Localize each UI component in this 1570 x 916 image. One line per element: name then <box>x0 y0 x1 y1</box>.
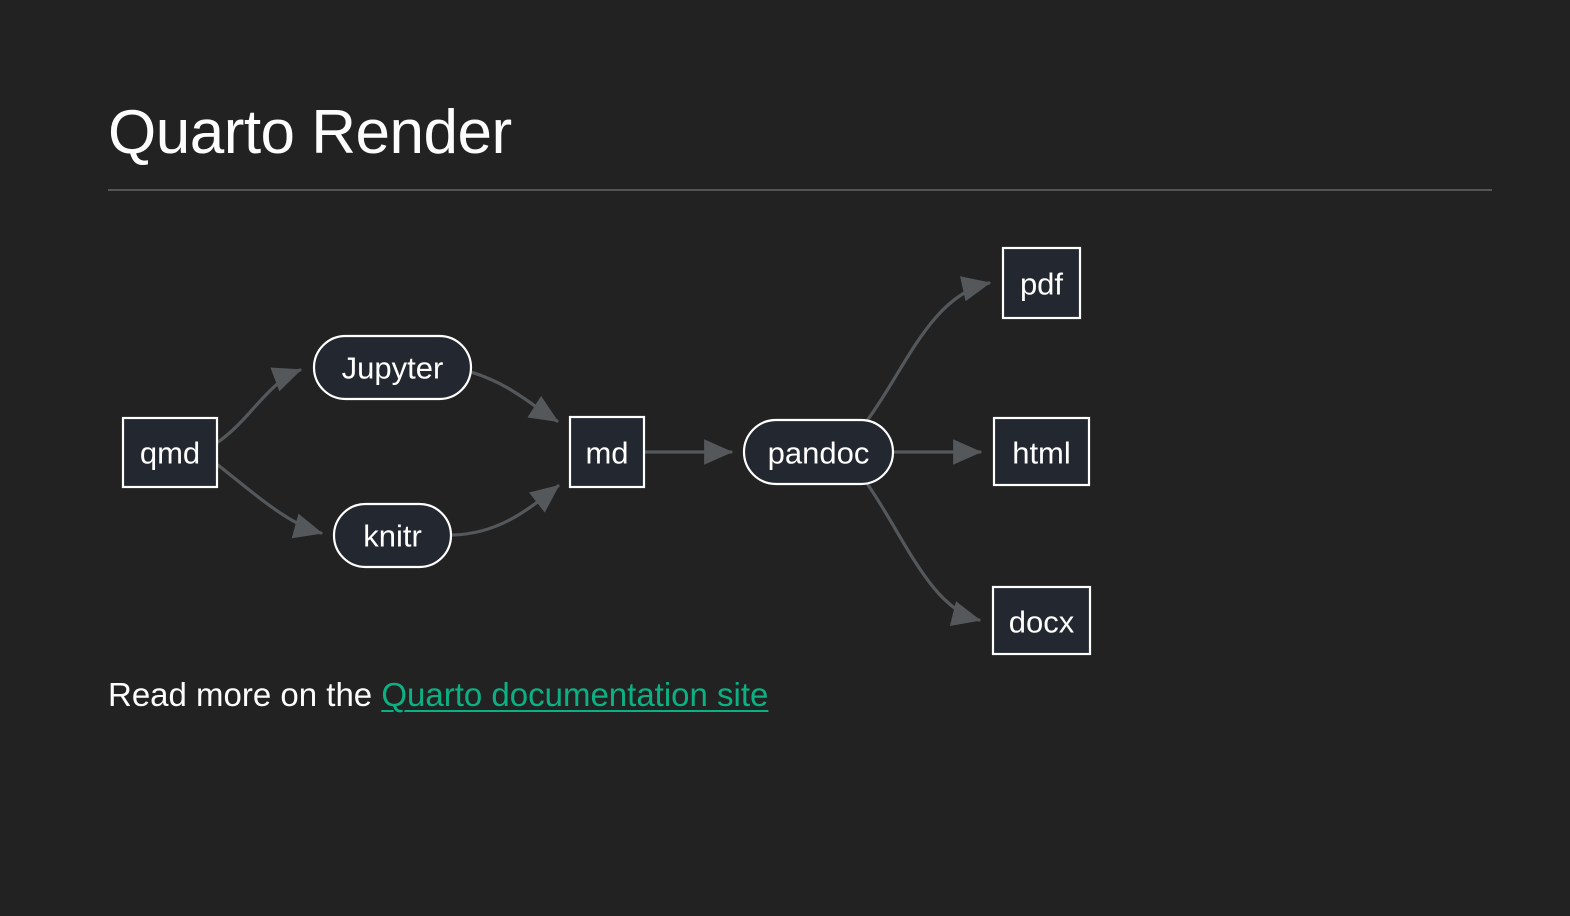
edge-qmd-to-knitr <box>216 463 323 539</box>
node-jupyter[interactable]: Jupyter <box>312 334 473 401</box>
edge-pandoc-to-docx <box>864 480 981 627</box>
title-block: Quarto Render <box>108 98 1492 191</box>
page-title: Quarto Render <box>108 98 512 167</box>
node-qmd[interactable]: qmd <box>121 416 219 489</box>
node-docx-label: docx <box>1009 605 1075 640</box>
edge-qmd-to-jupyter <box>216 367 302 444</box>
edge-layer <box>216 276 991 627</box>
edge-jupyter-to-md <box>469 370 559 423</box>
node-knitr-label: knitr <box>363 519 422 554</box>
quarto-documentation-link[interactable]: Quarto documentation site <box>381 676 769 713</box>
node-pdf[interactable]: pdf <box>1001 246 1082 320</box>
node-html[interactable]: html <box>992 416 1091 487</box>
node-html-label: html <box>1012 436 1071 471</box>
node-docx[interactable]: docx <box>991 585 1092 656</box>
footer-prefix: Read more on the <box>108 676 382 713</box>
node-pandoc[interactable]: pandoc <box>742 418 895 486</box>
node-qmd-label: qmd <box>140 436 200 471</box>
edge-pandoc-to-pdf <box>864 276 991 424</box>
footer-text: Read more on the Quarto documentation si… <box>108 674 768 717</box>
node-md-label: md <box>585 436 628 471</box>
edge-knitr-to-md <box>450 484 560 537</box>
title-divider <box>108 188 1492 191</box>
node-md[interactable]: md <box>568 415 646 489</box>
node-layer: qmd Jupyter knitr md pandoc <box>121 246 1092 656</box>
node-knitr[interactable]: knitr <box>332 502 453 569</box>
node-pdf-label: pdf <box>1020 267 1063 302</box>
node-pandoc-label: pandoc <box>768 436 870 471</box>
node-jupyter-label: Jupyter <box>342 351 444 386</box>
